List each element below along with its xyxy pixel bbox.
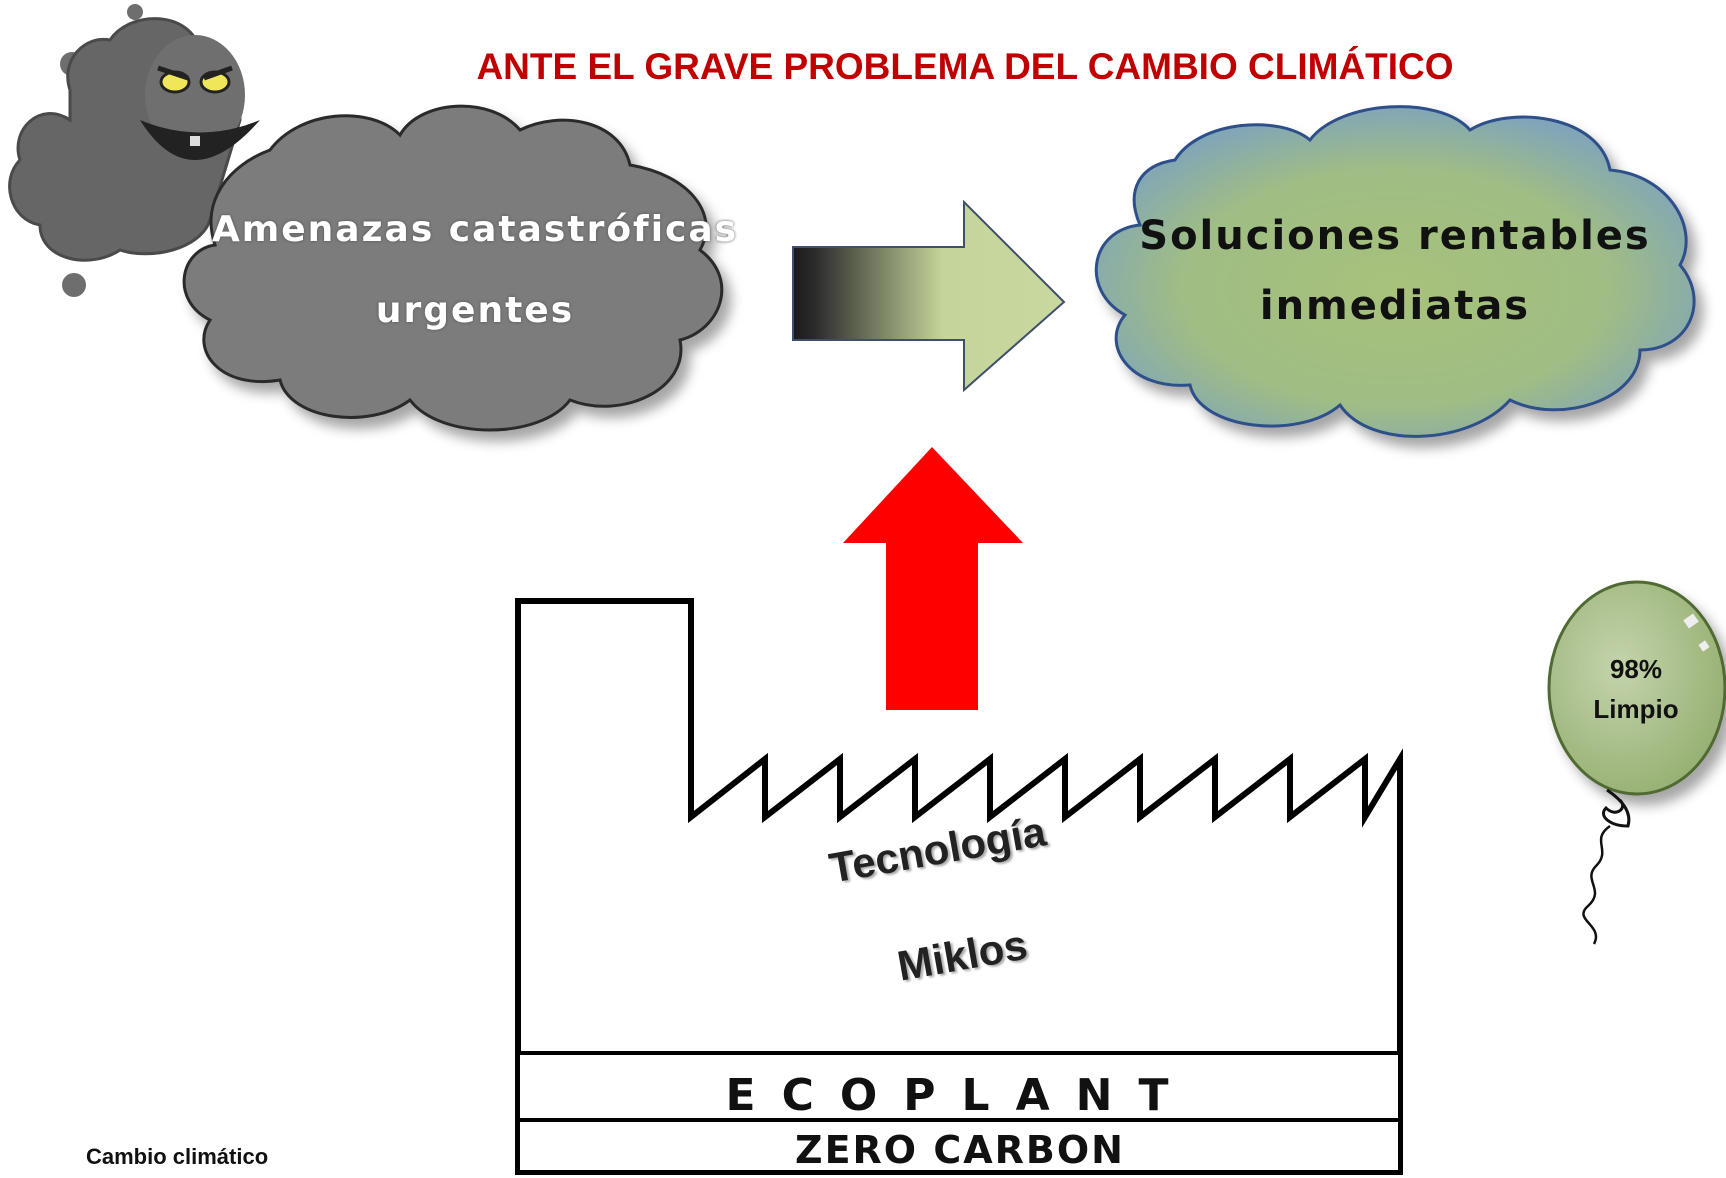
balloon-percent: 98% (1609, 654, 1663, 684)
transition-arrow (792, 199, 1066, 393)
threat-cloud-line1: Amenazas catastróficas (211, 209, 739, 250)
threat-cloud (182, 104, 724, 432)
factory-brand-band (516, 1051, 1402, 1122)
footer-caption: Cambio climático (86, 1144, 269, 1169)
factory-brand-label: ECOPLANT (725, 1070, 1195, 1121)
solutions-cloud (1094, 105, 1696, 438)
solutions-cloud-line2: inmediatas (1259, 283, 1531, 329)
factory-sub-label: ZERO CARBON (795, 1128, 1125, 1172)
solutions-cloud-line1: Soluciones rentables (1139, 213, 1651, 259)
threat-cloud-line2: urgentes (375, 290, 575, 331)
page-title: ANTE EL GRAVE PROBLEMA DEL CAMBIO CLIMÁT… (476, 46, 1454, 87)
factory-sub-band (516, 1118, 1402, 1174)
balloon-icon (1547, 580, 1726, 945)
balloon-label: Limpio (1593, 694, 1679, 724)
up-arrow (843, 447, 1023, 710)
monster-cloud-icon (8, 4, 260, 297)
factory-building (515, 598, 1403, 1175)
